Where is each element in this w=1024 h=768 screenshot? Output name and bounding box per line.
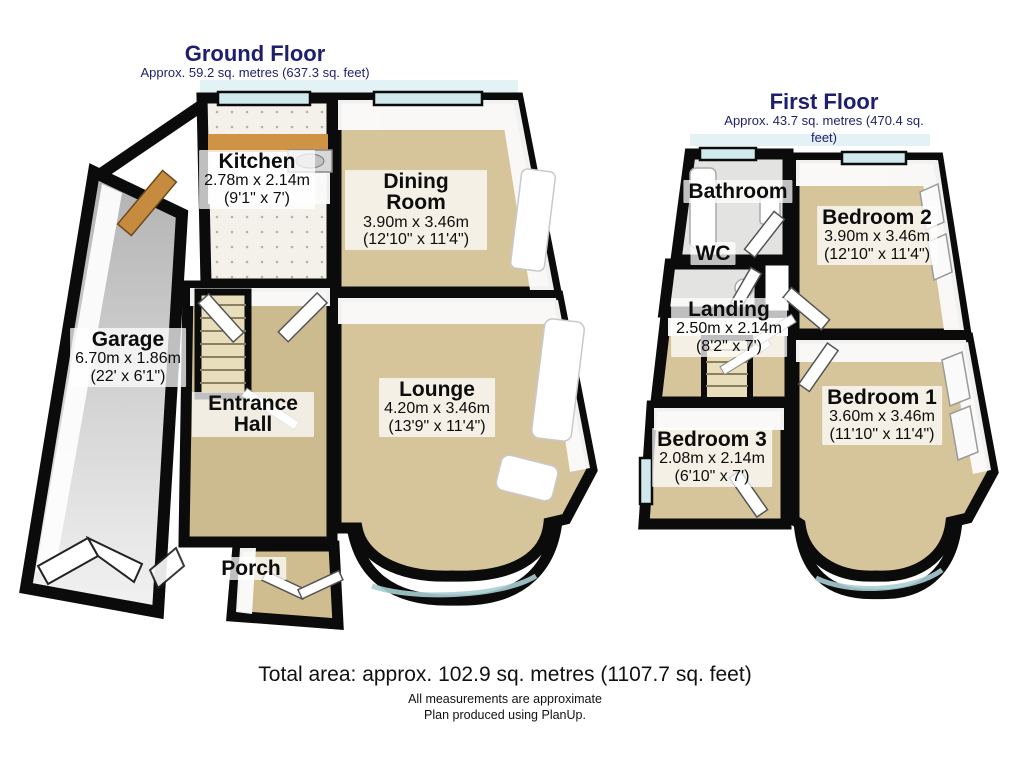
room-label-bedroom-1: Bedroom 1 3.60m x 3.46m (11'10" x 11'4") (822, 386, 942, 445)
room-label-wc: WC (690, 242, 736, 266)
floor-subtitle-text: Approx. 43.7 sq. metres (470.4 sq. feet) (724, 113, 924, 145)
room-name: Bedroom 1 (827, 386, 937, 409)
room-dim-metric: 2.78m x 2.14m (204, 172, 310, 190)
windows-ground (216, 90, 484, 107)
room-name: Dining Room (383, 170, 449, 215)
doors-ground (197, 291, 344, 601)
room-name: Bedroom 2 (822, 206, 932, 229)
first-floor-plan (638, 134, 999, 600)
kitchen-cupboards (208, 134, 328, 152)
room-dim-imperial: (12'10" x 11'4") (823, 246, 931, 263)
room-name: Landing (688, 298, 770, 321)
planup-credit: Plan produced using PlanUp. (424, 708, 586, 722)
room-label-bedroom-2: Bedroom 2 3.90m x 3.46m (12'10" x 11'4") (817, 206, 937, 265)
floor-title-text: First Floor (769, 89, 879, 114)
windows-first (638, 146, 908, 506)
room-name: Lounge (399, 378, 475, 401)
room-name: Garage (91, 328, 165, 351)
room-label-kitchen: Kitchen 2.78m x 2.14m (9'1" x 7') (199, 150, 315, 209)
room-name: WC (695, 242, 731, 265)
floor-subtitle-text: Approx. 59.2 sq. metres (637.3 sq. feet) (140, 65, 370, 81)
wall-segment (94, 99, 208, 181)
room-dim-imperial: (12'10" x 11'4") (362, 231, 470, 249)
garage-doors (36, 535, 186, 590)
room-dim-metric: 2.08m x 2.14m (659, 450, 765, 468)
room-dim-metric: 3.60m x 3.46m (829, 408, 935, 426)
bay-glass (371, 573, 538, 598)
bay-glass (814, 567, 944, 591)
room-label-landing: Landing 2.50m x 2.14m (8'2" x 7') (671, 298, 787, 357)
room-name: Kitchen (218, 150, 296, 173)
room-label-dining-room: Dining Room 3.90m x 3.46m (12'10" x 11'4… (345, 170, 487, 250)
total-area-text: Total area: approx. 102.9 sq. metres (11… (258, 663, 752, 686)
room-label-porch: Porch (216, 557, 286, 581)
room-label-bedroom-3: Bedroom 3 2.08m x 2.14m (6'10" x 7') (652, 428, 772, 487)
room-label-garage: Garage 6.70m x 1.86m (22' x 6'1") (70, 328, 186, 387)
room-dim-imperial: (13'9" x 11'4") (388, 418, 486, 435)
room-name: Bathroom (688, 180, 788, 203)
room-dim-metric: 3.90m x 3.46m (824, 228, 930, 246)
room-name: Porch (221, 557, 281, 580)
room-dim-imperial: (22' x 6'1") (90, 368, 166, 385)
furniture-ground (495, 168, 585, 502)
room-dim-metric: 2.50m x 2.14m (676, 320, 782, 338)
room-name: Entrance Hall (208, 392, 298, 437)
wood-door-open (116, 169, 178, 237)
room-dim-imperial: (6'10" x 7') (674, 468, 750, 485)
room-name: Bedroom 3 (657, 428, 767, 451)
measurements-note: All measurements are approximate (408, 692, 602, 706)
room-dim-imperial: (11'10" x 11'4") (829, 426, 935, 443)
room-label-lounge: Lounge 4.20m x 3.46m (13'9" x 11'4") (379, 378, 495, 437)
roof-glow (690, 134, 930, 146)
room-label-bathroom: Bathroom (683, 180, 793, 204)
room-dim-metric: 3.90m x 3.46m (363, 213, 469, 231)
ground-floor-title: Ground Floor Approx. 59.2 sq. metres (63… (140, 42, 369, 82)
room-dim-metric: 6.70m x 1.86m (75, 350, 181, 368)
room-dim-imperial: (8'2" x 7') (695, 338, 763, 355)
floor-title-text: Ground Floor (184, 41, 326, 66)
first-floor-title: First Floor Approx. 43.7 sq. metres (470… (724, 90, 924, 147)
room-label-entrance-hall: Entrance Hall (192, 392, 314, 437)
roof-glow (200, 80, 518, 94)
room-dim-imperial: (9'1" x 7') (223, 190, 291, 207)
room-dim-metric: 4.20m x 3.46m (384, 400, 490, 418)
